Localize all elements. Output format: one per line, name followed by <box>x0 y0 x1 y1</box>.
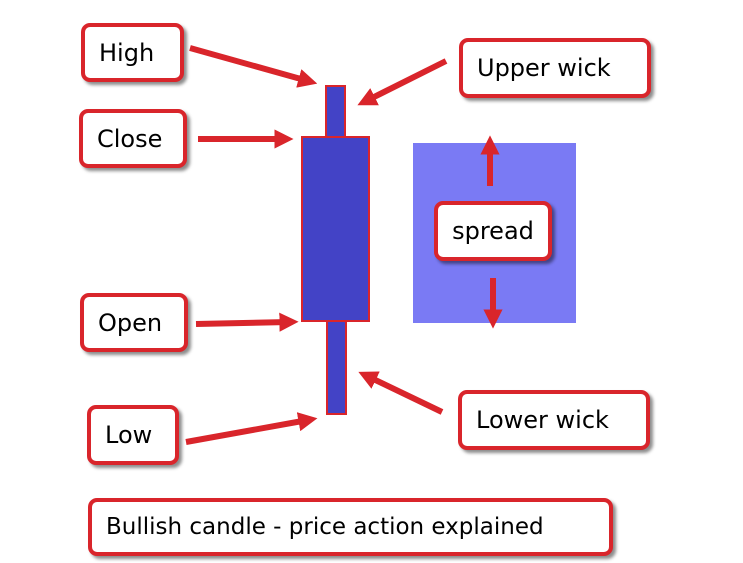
candle-body <box>301 136 370 322</box>
upper-wick-arrow <box>357 58 448 106</box>
low-arrow <box>185 412 318 445</box>
lower-wick-label: Lower wick <box>476 406 609 434</box>
close-label: Close <box>97 124 163 153</box>
open-arrow <box>195 312 299 332</box>
upper-wick-label: Upper wick <box>477 54 611 82</box>
high-label: High <box>99 38 155 67</box>
caption-box: Bullish candle - price action explained <box>88 498 613 556</box>
caption-text: Bullish candle - price action explained <box>106 514 544 540</box>
lower-wick <box>326 320 347 415</box>
close-label-box: Close <box>79 109 187 168</box>
upper-wick <box>325 85 346 139</box>
high-arrow <box>189 45 318 88</box>
spread-label: spread <box>452 217 534 245</box>
low-label-box: Low <box>87 405 179 465</box>
lower-wick-arrow <box>358 371 444 415</box>
lower-wick-label-box: Lower wick <box>458 390 650 450</box>
high-label-box: High <box>81 23 184 82</box>
low-label: Low <box>105 421 153 449</box>
spread-label-box: spread <box>434 201 552 261</box>
upper-wick-label-box: Upper wick <box>459 38 651 98</box>
open-label: Open <box>98 308 163 337</box>
open-label-box: Open <box>80 293 188 352</box>
